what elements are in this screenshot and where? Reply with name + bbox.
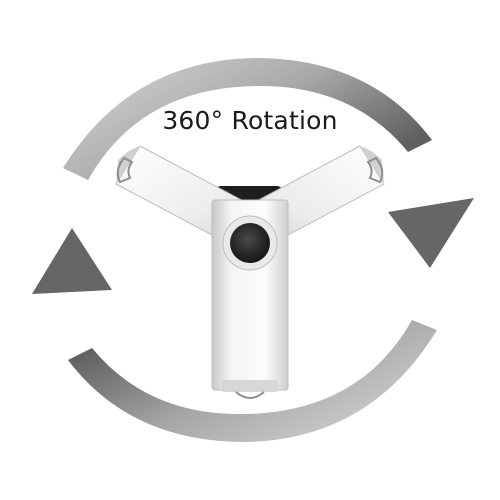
rotation-caption: 360° Rotation <box>162 106 338 135</box>
rotation-arrow-top-icon <box>63 58 474 268</box>
rotation-arrow-bottom-icon <box>32 228 437 442</box>
usb-flash-drive-icon <box>115 145 385 399</box>
